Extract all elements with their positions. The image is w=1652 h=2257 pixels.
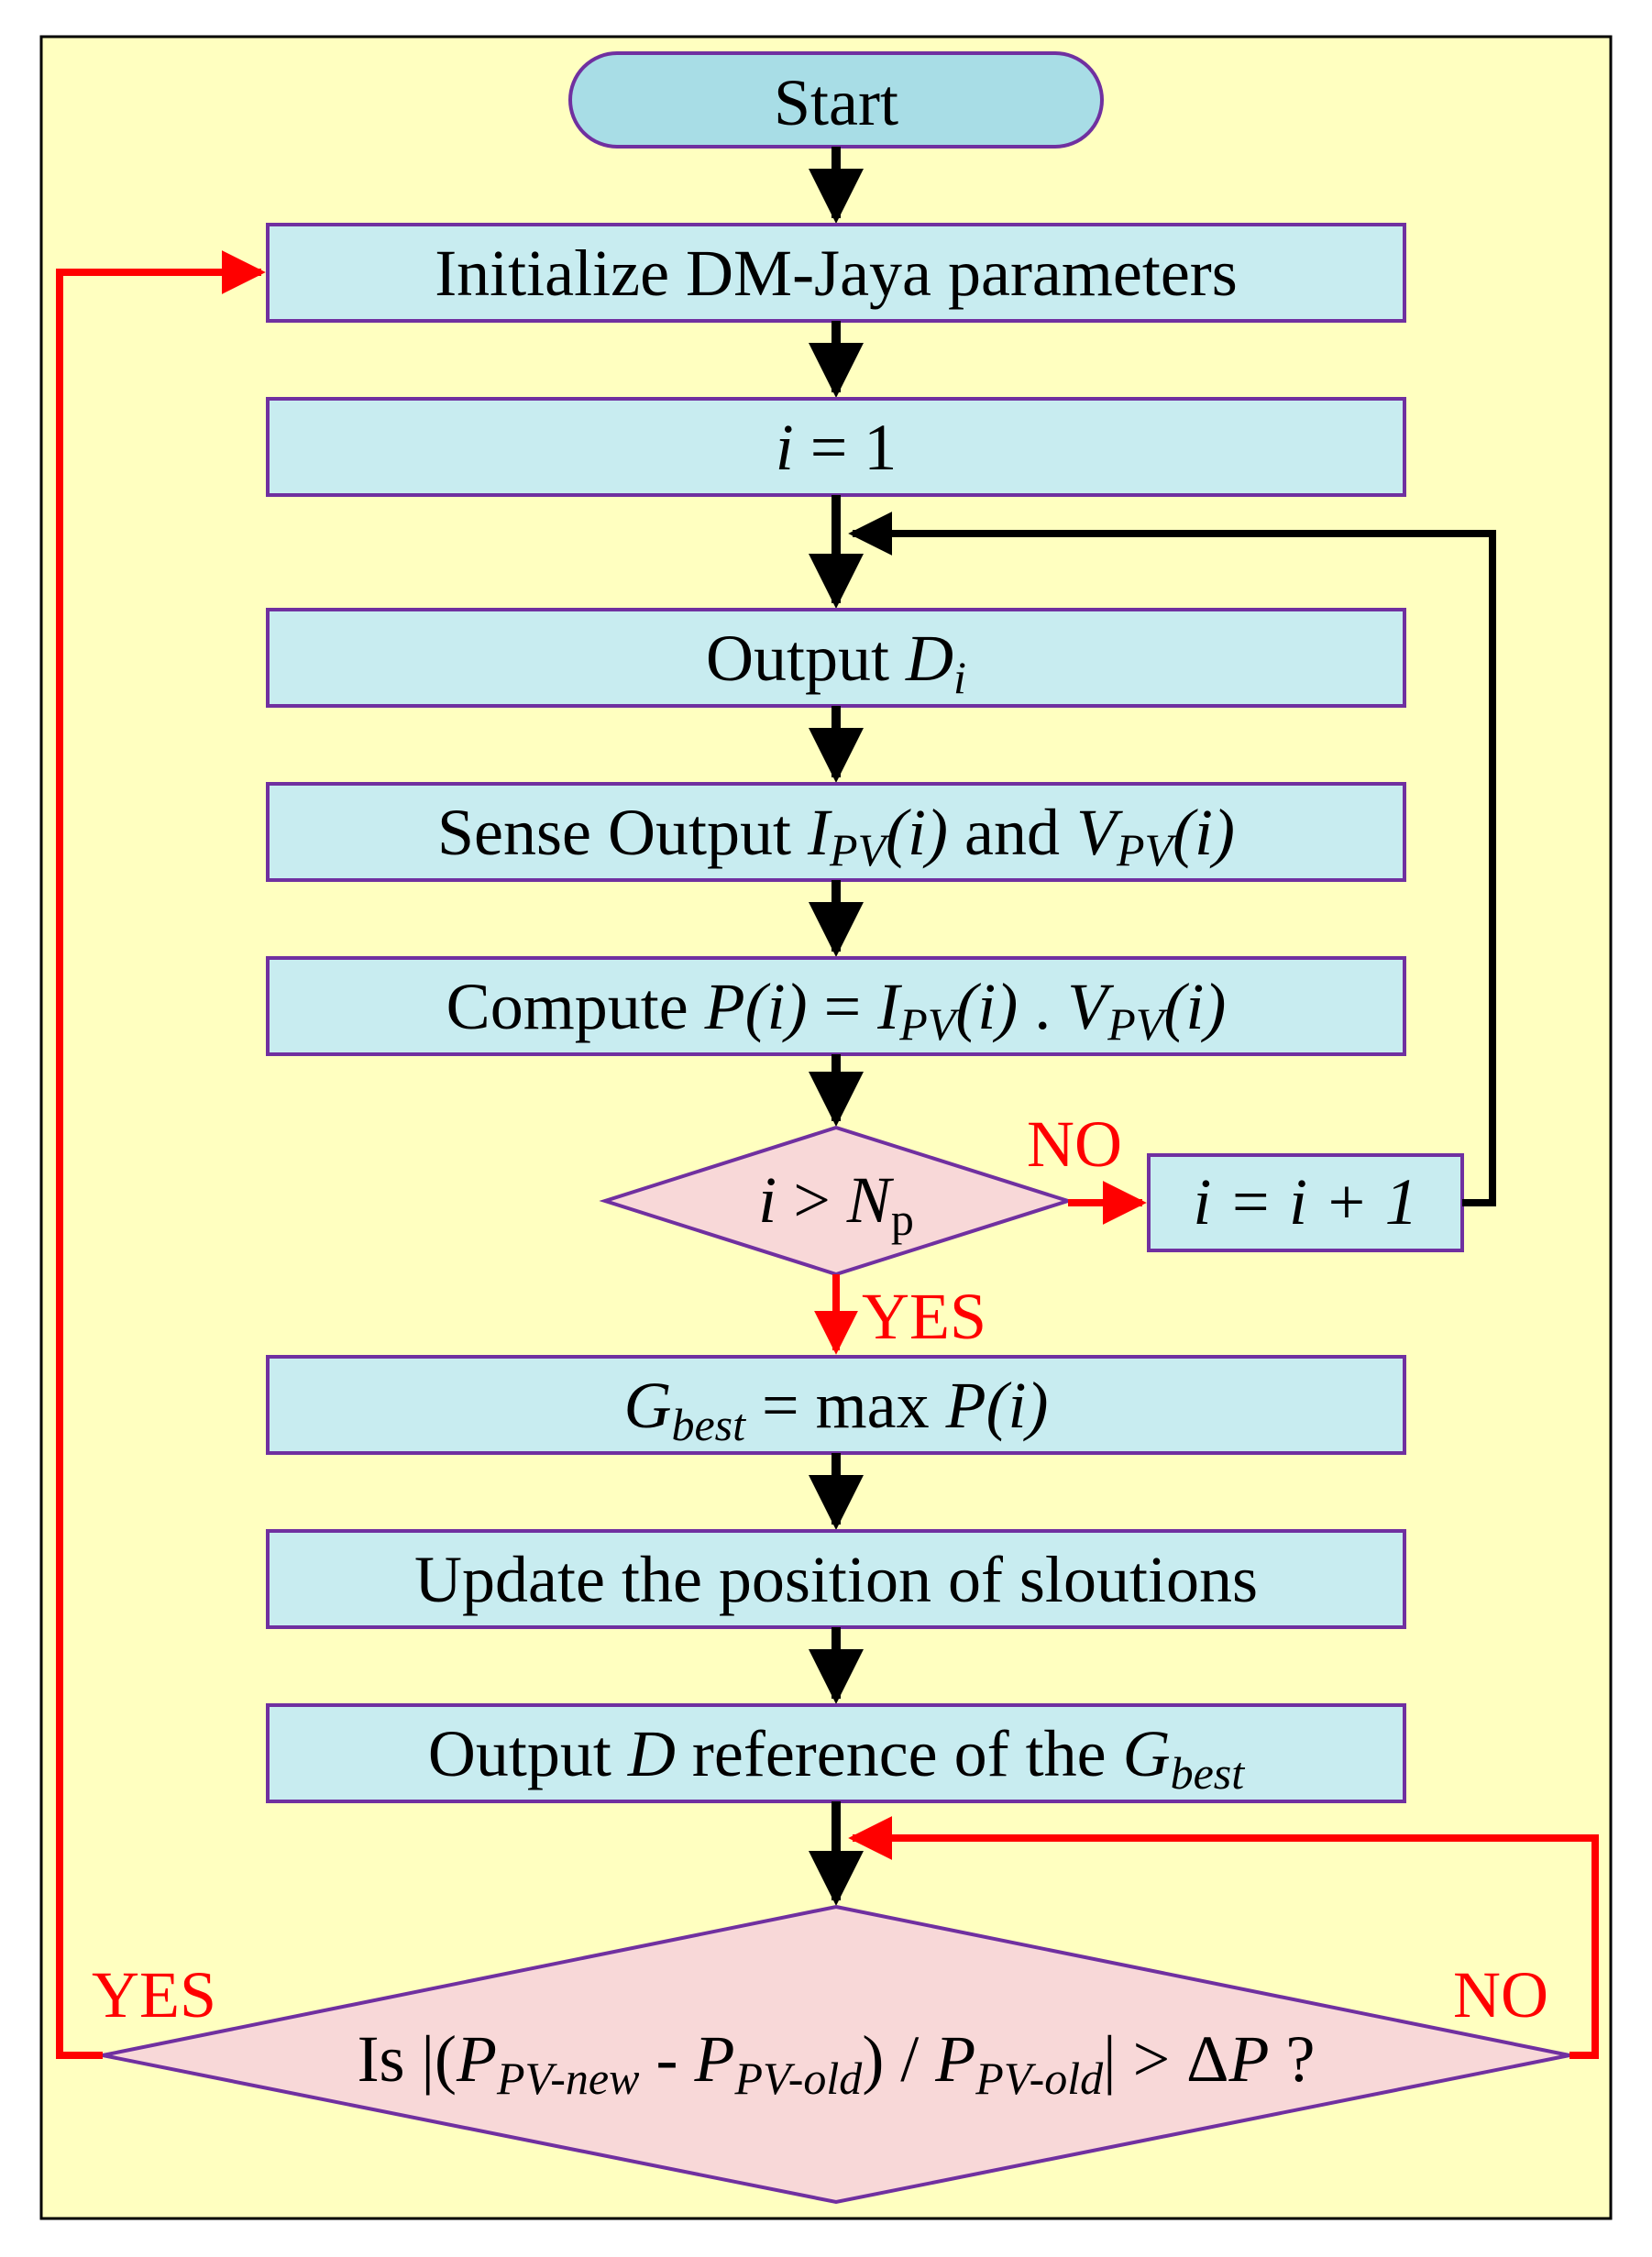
update-box	[266, 1529, 1406, 1629]
output-ref-box	[266, 1703, 1406, 1803]
sense-label: Sense Output IPV(i) and VPV(i)	[437, 796, 1235, 875]
sense-v-sub: PV	[1116, 824, 1178, 875]
sense-box	[266, 782, 1406, 882]
gbest-rest: = max	[745, 1369, 946, 1442]
final-minus: -	[639, 2022, 694, 2096]
gbest-label: Gbest = max P(i)	[623, 1369, 1048, 1450]
output-d-sub: i	[953, 652, 966, 703]
check-i-op: >	[776, 1163, 847, 1237]
compute-label: Compute P(i) = IPV(i) . VPV(i)	[446, 970, 1227, 1050]
sense-mid: and	[948, 796, 1076, 869]
yes-outer-line	[56, 250, 266, 2059]
sense-i-sub: PV	[829, 824, 891, 875]
output-ref-mid: reference of the	[676, 1717, 1123, 1790]
final-p3: P	[934, 2022, 975, 2096]
output-d-label: Output Di	[706, 622, 966, 703]
compute-i-var: I	[876, 970, 902, 1043]
final-p1-sub: PV-new	[496, 2053, 640, 2104]
compute-pre: Compute	[446, 970, 705, 1043]
start-label: Start	[774, 66, 898, 139]
compute-arg0: (i)	[745, 970, 808, 1043]
output-ref-g-sub: best	[1171, 1747, 1246, 1799]
increment-box	[1147, 1153, 1464, 1252]
final-pre: Is |(	[358, 2022, 457, 2096]
output-ref-d: D	[627, 1717, 676, 1790]
final-p1: P	[456, 2022, 497, 2096]
final-slash: ) /	[862, 2022, 935, 2096]
compute-i-sub: PV	[898, 998, 961, 1050]
output-ref-pre: Output	[428, 1717, 628, 1790]
compute-v-var: V	[1067, 970, 1114, 1043]
sense-v-var: V	[1076, 796, 1123, 869]
set-i-label: i = 1	[776, 411, 898, 484]
compute-eq: =	[808, 970, 878, 1043]
diagram-background	[39, 35, 1613, 2220]
compute-dot: .	[1018, 970, 1067, 1043]
final-gt: | > Δ	[1103, 2022, 1228, 2096]
final-p4: P	[1228, 2022, 1269, 2096]
compute-arg1: (i)	[955, 970, 1018, 1043]
update-label: Update the position of sloutions	[414, 1543, 1258, 1616]
compute-v-sub: PV	[1107, 998, 1169, 1050]
no-outer-line	[848, 1816, 1599, 2059]
compute-box	[266, 956, 1406, 1056]
sense-arg2: (i)	[1173, 796, 1235, 869]
gbest-p: P	[945, 1369, 986, 1442]
final-p2-sub: PV-old	[733, 2053, 863, 2104]
gbest-g: G	[623, 1369, 671, 1442]
init-label: Initialize DM-Jaya parameters	[435, 237, 1238, 310]
output-d-var: D	[905, 622, 953, 695]
set-i-var: i	[776, 411, 794, 484]
loop-back-line	[848, 512, 1496, 1206]
check-i-label: i > Np	[758, 1163, 914, 1245]
no-outer-label: NO	[1453, 1958, 1548, 2031]
sense-arg1: (i)	[886, 796, 948, 869]
output-d-pre: Output	[706, 622, 906, 695]
output-d-box	[266, 608, 1406, 708]
init-box	[266, 223, 1406, 323]
no-inner-label: NO	[1027, 1107, 1122, 1181]
yes-inner-label: YES	[862, 1280, 986, 1353]
check-i-var: i	[758, 1163, 776, 1237]
output-ref-g: G	[1123, 1717, 1171, 1790]
set-i-rest: = 1	[794, 411, 898, 484]
gbest-arg: (i)	[986, 1369, 1049, 1442]
gbest-box	[266, 1355, 1406, 1455]
check-i-n: N	[846, 1163, 895, 1237]
sense-i-var: I	[807, 796, 832, 869]
final-p3-sub: PV-old	[975, 2053, 1104, 2104]
check-i-n-sub: p	[891, 1194, 914, 1245]
final-q: ?	[1269, 2022, 1315, 2096]
compute-p: P	[704, 970, 745, 1043]
final-check-label: Is |(PPV-new - PPV-old) / PPV-old| > ΔP …	[358, 2022, 1316, 2104]
output-ref-label: Output D reference of the Gbest	[428, 1717, 1245, 1799]
compute-arg2: (i)	[1163, 970, 1226, 1043]
yes-outer-label: YES	[92, 1958, 216, 2031]
increment-label: i = i + 1	[1193, 1165, 1417, 1239]
final-check-decision	[102, 1904, 1570, 2205]
gbest-g-sub: best	[671, 1399, 746, 1450]
final-p2: P	[693, 2022, 734, 2096]
sense-pre: Sense Output	[437, 796, 808, 869]
